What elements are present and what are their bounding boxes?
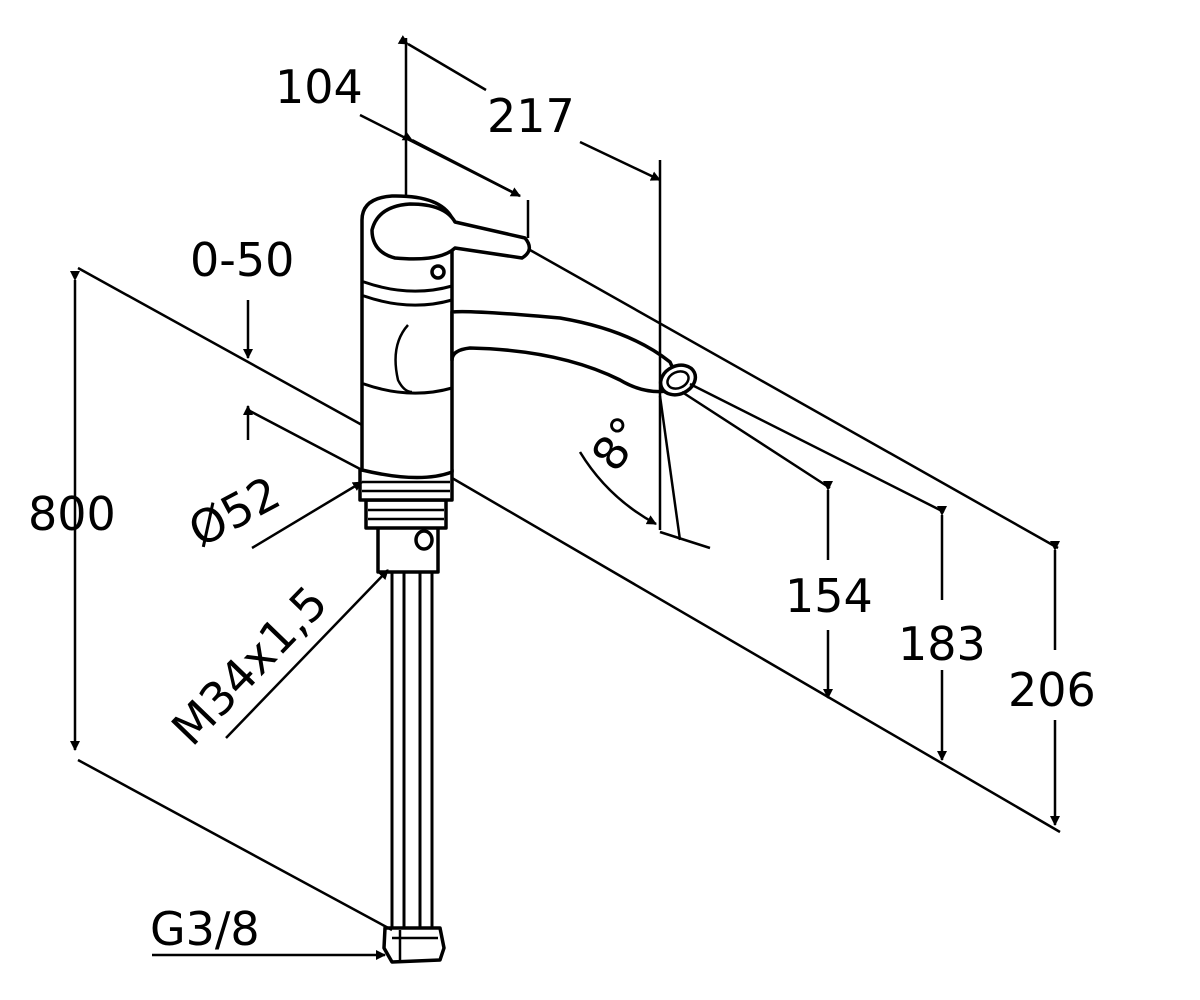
spout bbox=[450, 309, 684, 394]
dimension-lines bbox=[70, 35, 1061, 960]
dim-diameter-52: Ø52 bbox=[180, 466, 289, 558]
faucet bbox=[358, 194, 698, 964]
dim-800: 800 bbox=[28, 487, 116, 541]
dim-0-50: 0-50 bbox=[190, 233, 294, 287]
lever-handle bbox=[370, 202, 532, 261]
lever-pivot bbox=[430, 264, 446, 280]
dim-154: 154 bbox=[785, 569, 873, 623]
dim-g3-8: G3/8 bbox=[150, 902, 260, 956]
dim-206: 206 bbox=[1008, 663, 1096, 717]
dim-m34x1-5: M34x1,5 bbox=[161, 575, 338, 755]
dim-183: 183 bbox=[898, 617, 986, 671]
supply-hose bbox=[382, 568, 446, 964]
mounting-shank bbox=[364, 498, 448, 574]
dim-217: 217 bbox=[487, 89, 575, 143]
dim-104: 104 bbox=[275, 60, 363, 114]
faucet-column bbox=[360, 194, 454, 480]
